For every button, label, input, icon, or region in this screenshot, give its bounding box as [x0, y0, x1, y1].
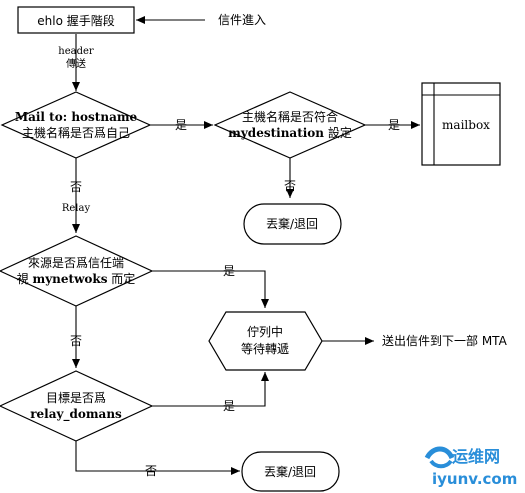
- decision-trusted-line1: 來源是否爲信任端: [28, 256, 124, 270]
- mailbox-label: mailbox: [442, 118, 490, 132]
- watermark-url: iyunv.com: [432, 470, 517, 488]
- relay-label: Relay: [62, 203, 91, 214]
- mailbox-box: mailbox: [421, 82, 501, 166]
- mynetworks-prefix: 視: [17, 271, 33, 286]
- watermark: 运维网 iyunv.com: [424, 446, 517, 488]
- ehlo-box: ehlo 握手階段: [17, 6, 135, 34]
- mynetworks-suffix: 而定: [107, 271, 135, 286]
- mydestination-term: mydestination: [228, 126, 324, 140]
- flow-decision3-yes: [152, 270, 269, 308]
- discard-box-2: 丟棄/退回: [241, 451, 340, 492]
- transmit-label: 傳送: [66, 57, 86, 70]
- decision-relay-line2: relay_domans: [30, 407, 122, 422]
- decision-relay-domains: 目標是否爲 relay_domans: [0, 370, 154, 442]
- decision-hostname-line1: Mail to: hostname: [15, 110, 138, 124]
- decision-relay-line1: 目標是否爲: [46, 391, 106, 405]
- no-label-2: 否: [70, 180, 82, 194]
- ehlo-label: ehlo 握手階段: [37, 13, 114, 28]
- discard-label-2: 丟棄/退回: [264, 464, 316, 479]
- discard-box-1: 丟棄/退回: [243, 203, 342, 245]
- decision-trusted-line2: 視 mynetwoks 而定: [17, 271, 136, 286]
- decision-mydestination-line1: 主機名稱是否符合: [242, 109, 338, 124]
- no-label-4: 否: [145, 464, 157, 478]
- no-label-1: 否: [284, 179, 296, 193]
- yes-label-1: 是: [175, 118, 187, 132]
- decision-hostname-line2: 主機名稱是否爲自己: [22, 125, 130, 140]
- queue-line1: 佇列中: [247, 324, 283, 339]
- incoming-label: 信件進入: [218, 13, 266, 27]
- flow-decision4-no: [75, 441, 240, 475]
- watermark-cn: 运维网: [452, 447, 500, 466]
- mynetworks-term: mynetwoks: [33, 272, 108, 286]
- queue-line2: 等待轉遞: [241, 341, 289, 356]
- watermark-logo-icon: [424, 446, 455, 469]
- yes-label-3: 是: [223, 264, 235, 278]
- mydestination-suffix: 設定: [324, 125, 352, 140]
- yes-label-4: 是: [223, 399, 235, 413]
- queue-node: 佇列中 等待轉遞: [208, 311, 323, 371]
- decision-mydestination: 主機名稱是否符合 mydestination 設定: [213, 91, 367, 159]
- decision-mydestination-line2: mydestination 設定: [228, 125, 352, 140]
- yes-label-2: 是: [388, 118, 400, 132]
- send-out-label: 送出信件到下一部 MTA: [382, 333, 508, 348]
- decision-hostname: Mail to: hostname 主機名稱是否爲自己: [0, 91, 152, 159]
- decision-trusted-source: 來源是否爲信任端 視 mynetwoks 而定: [0, 235, 154, 307]
- no-label-3: 否: [70, 334, 82, 348]
- discard-label-1: 丟棄/退回: [266, 216, 318, 231]
- flow-decision4-yes: [152, 372, 269, 407]
- header-label: header: [58, 46, 94, 57]
